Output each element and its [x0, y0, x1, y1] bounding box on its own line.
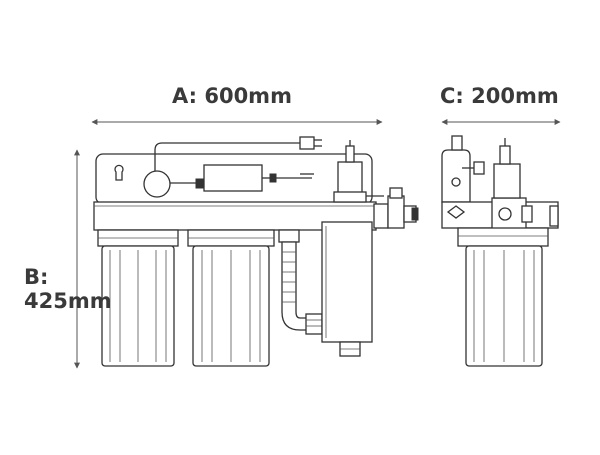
uv-lamp-cap — [333, 140, 367, 203]
height-dimension-value: 425mm — [24, 289, 112, 313]
power-plug — [299, 136, 315, 150]
height-dimension-label: B: 425mm — [24, 265, 112, 313]
outlet-valve — [366, 187, 419, 229]
flexible-hose — [278, 229, 323, 335]
uv-chamber — [321, 221, 373, 357]
height-dimension-letter: B: — [24, 265, 49, 289]
width-dimension-label: A: 600mm — [172, 84, 292, 108]
power-cable — [154, 142, 302, 172]
side-bracket — [441, 149, 471, 203]
pressure-gauge — [143, 170, 171, 198]
side-view — [441, 135, 559, 367]
filter-housing-right — [187, 229, 275, 367]
keyhole-slot-icon — [114, 164, 124, 181]
front-view — [93, 136, 419, 367]
depth-dimension-label: C: 200mm — [440, 84, 559, 108]
side-filter-housing — [457, 227, 549, 367]
filter-housing-left — [97, 229, 179, 367]
ballast-box — [203, 164, 263, 192]
